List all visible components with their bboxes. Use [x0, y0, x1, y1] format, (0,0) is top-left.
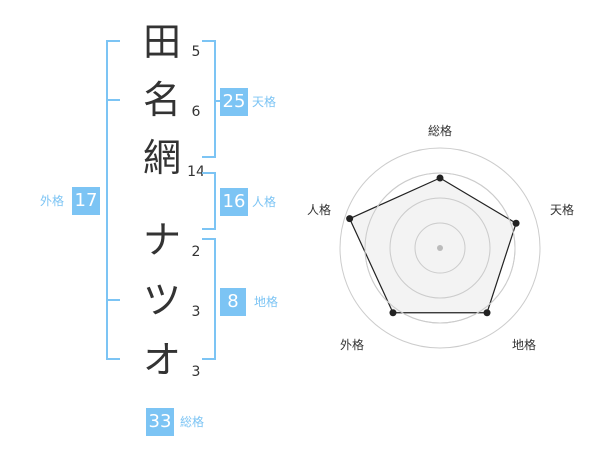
name-char-5: ツ: [142, 278, 181, 322]
gaikaku-value: 17: [72, 187, 100, 215]
tenkaku-label: 天格: [252, 95, 277, 109]
stroke-count-1: 5: [191, 44, 201, 60]
radar-point-3: [389, 309, 397, 317]
name-char-6: オ: [142, 338, 181, 382]
radar-ring-inner: [389, 197, 491, 299]
jinkaku-value: 16: [220, 188, 248, 216]
radar-label-soukaku: 総格: [427, 124, 452, 138]
chikaku-value: 8: [220, 288, 246, 316]
radar-ring-inner: [364, 172, 516, 324]
radar-point-1: [512, 219, 520, 227]
radar-point-2: [483, 309, 491, 317]
stroke-count-5: 3: [191, 304, 201, 320]
chikaku-label: 地格: [254, 295, 279, 309]
soukaku-value: 33: [146, 408, 174, 436]
radar-label-gaikaku: 外格: [339, 338, 364, 352]
jinkaku-label: 人格: [252, 195, 277, 209]
stroke-count-6: 3: [191, 364, 201, 380]
name-char-2: 名: [142, 78, 181, 122]
name-char-3: 網: [142, 136, 181, 180]
radar-label-chikaku: 地格: [511, 338, 536, 352]
name-char-1: 田: [142, 20, 181, 64]
radar-point-4: [346, 215, 354, 223]
tenkaku-value: 25: [220, 88, 248, 116]
soukaku-label: 総格: [180, 415, 205, 429]
radar-label-tenkaku: 天格: [549, 203, 574, 217]
stroke-count-4: 2: [191, 244, 201, 260]
radar-ring: [339, 147, 541, 349]
stroke-count-3: 14: [187, 164, 205, 180]
stroke-count-2: 6: [191, 104, 201, 120]
radar-ring-inner: [414, 222, 466, 274]
radar-point-0: [436, 174, 444, 182]
radar-center-dot: [437, 245, 443, 251]
name-char-4: ナ: [142, 218, 181, 262]
radar-label-jinkaku: 人格: [306, 203, 331, 217]
gaikaku-label: 外格: [40, 194, 65, 208]
